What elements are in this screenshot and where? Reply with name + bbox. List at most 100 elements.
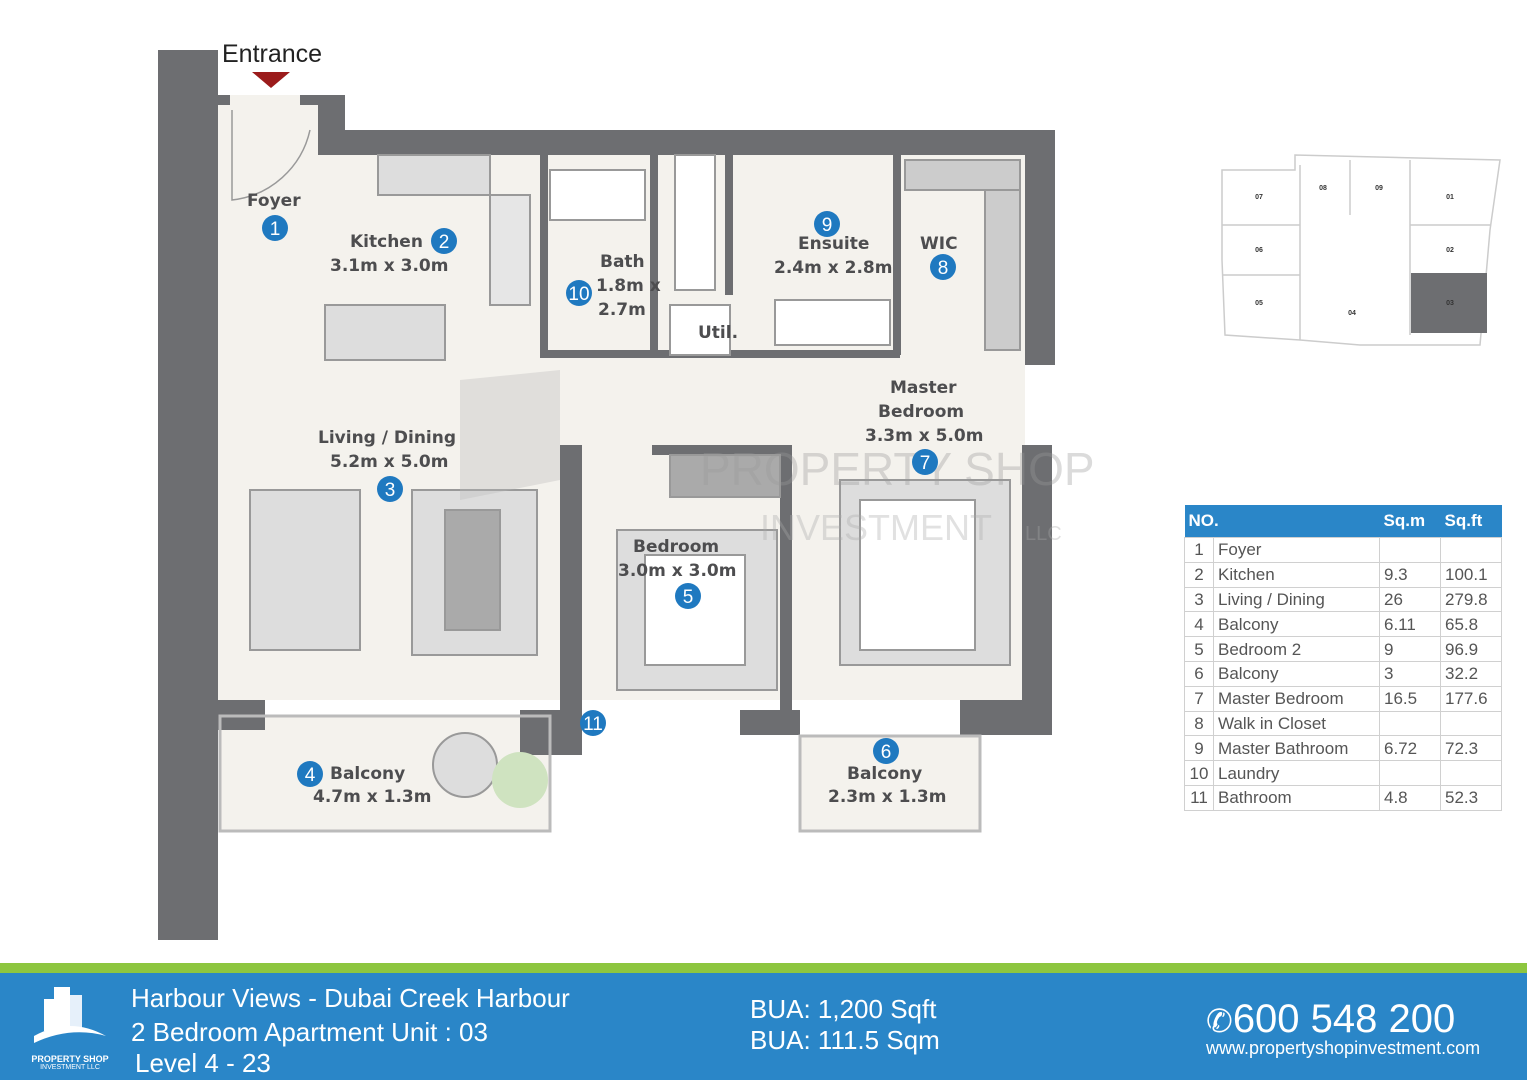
svg-text:3.3m x 5.0m: 3.3m x 5.0m bbox=[865, 426, 983, 446]
svg-text:Bedroom: Bedroom bbox=[878, 402, 964, 422]
level-info: Level 4 - 23 bbox=[135, 1048, 271, 1078]
watermark: PROPERTY SHOP INVESTMENT LLC bbox=[460, 370, 1095, 548]
row-sqft: 96.9 bbox=[1440, 636, 1502, 662]
row-number: 1 bbox=[1184, 537, 1214, 563]
room-marker-3: 3 bbox=[377, 476, 403, 502]
svg-text:2.4m x 2.8m: 2.4m x 2.8m bbox=[774, 258, 892, 278]
row-name: Master Bedroom bbox=[1213, 685, 1380, 712]
row-sqft: 279.8 bbox=[1440, 586, 1502, 613]
header-no: NO. bbox=[1184, 505, 1380, 538]
floor-plan: PROPERTY SHOP INVESTMENT LLC Entrance Fo… bbox=[158, 40, 1501, 940]
row-name: Laundry bbox=[1213, 760, 1380, 786]
phone-number[interactable]: ✆600 548 200 bbox=[1206, 997, 1456, 1041]
svg-text:Master: Master bbox=[890, 378, 957, 398]
row-sqm: 6.72 bbox=[1379, 735, 1441, 762]
room-marker-9: 9 bbox=[814, 211, 840, 237]
svg-text:4.7m x 1.3m: 4.7m x 1.3m bbox=[313, 787, 431, 807]
svg-text:7: 7 bbox=[920, 453, 931, 474]
room-marker-7: 7 bbox=[912, 449, 938, 475]
svg-text:Bath: Bath bbox=[600, 252, 645, 272]
svg-text:Ensuite: Ensuite bbox=[798, 234, 869, 254]
svg-text:03: 03 bbox=[1446, 300, 1454, 307]
room-marker-6: 6 bbox=[873, 738, 899, 764]
svg-text:08: 08 bbox=[1319, 185, 1327, 192]
svg-text:10: 10 bbox=[568, 284, 589, 305]
row-name: Balcony bbox=[1213, 660, 1380, 687]
room-markers: 1 2 3 4 5 6 7 8 9 10 11 bbox=[262, 211, 956, 787]
row-name: Living / Dining bbox=[1213, 586, 1380, 613]
row-number: 10 bbox=[1184, 760, 1214, 786]
svg-text:3.1m x 3.0m: 3.1m x 3.0m bbox=[330, 256, 448, 276]
room-marker-11: 11 bbox=[580, 710, 606, 736]
row-number: 2 bbox=[1184, 561, 1214, 588]
svg-text:PROPERTY SHOP: PROPERTY SHOP bbox=[700, 443, 1095, 495]
row-name: Kitchen bbox=[1213, 561, 1380, 588]
row-sqm bbox=[1379, 537, 1441, 563]
row-number: 11 bbox=[1184, 784, 1214, 811]
bua-sqm: BUA: 111.5 Sqm bbox=[750, 1025, 940, 1055]
svg-text:4: 4 bbox=[305, 765, 316, 786]
unit-info: 2 Bedroom Apartment Unit : 03 bbox=[131, 1017, 488, 1047]
row-name: Walk in Closet bbox=[1213, 710, 1380, 737]
row-sqm: 4.8 bbox=[1379, 784, 1441, 811]
row-sqft: 72.3 bbox=[1440, 735, 1502, 762]
key-plan: 07 08 09 01 06 02 05 04 03 bbox=[1221, 154, 1501, 346]
svg-text:6: 6 bbox=[881, 742, 892, 763]
row-name: Foyer bbox=[1213, 537, 1380, 563]
row-sqm: 6.11 bbox=[1379, 611, 1441, 638]
svg-text:09: 09 bbox=[1375, 185, 1383, 192]
room-marker-1: 1 bbox=[262, 215, 288, 241]
svg-text:LLC: LLC bbox=[1025, 523, 1062, 545]
furniture bbox=[249, 154, 1021, 808]
room-marker-4: 4 bbox=[297, 761, 323, 787]
svg-text:2.7m: 2.7m bbox=[598, 300, 646, 320]
row-sqm bbox=[1379, 760, 1441, 786]
svg-text:3.0m x 3.0m: 3.0m x 3.0m bbox=[618, 561, 736, 581]
row-sqft: 65.8 bbox=[1440, 611, 1502, 638]
row-sqft bbox=[1440, 537, 1502, 563]
entrance-arrow-icon bbox=[252, 72, 290, 88]
svg-text:Foyer: Foyer bbox=[247, 191, 301, 211]
svg-text:Living / Dining: Living / Dining bbox=[318, 428, 456, 448]
row-number: 6 bbox=[1184, 660, 1214, 687]
row-number: 3 bbox=[1184, 586, 1214, 613]
svg-text:3: 3 bbox=[385, 480, 396, 501]
row-number: 9 bbox=[1184, 735, 1214, 762]
company-logo: PROPERTY SHOP INVESTMENT LLC bbox=[24, 981, 116, 1073]
svg-text:2.3m x 1.3m: 2.3m x 1.3m bbox=[828, 787, 946, 807]
svg-text:9: 9 bbox=[822, 215, 833, 236]
svg-text:02: 02 bbox=[1446, 247, 1454, 254]
table-header: NO. Sq.m Sq.ft bbox=[1184, 505, 1502, 538]
entrance-label: Entrance bbox=[222, 40, 322, 68]
website-link[interactable]: www.propertyshopinvestment.com bbox=[1206, 1038, 1481, 1058]
row-number: 8 bbox=[1184, 710, 1214, 737]
svg-text:11: 11 bbox=[583, 714, 603, 735]
svg-text:1.8m x: 1.8m x bbox=[596, 276, 661, 296]
row-sqm: 3 bbox=[1379, 660, 1441, 687]
row-number: 7 bbox=[1184, 685, 1214, 712]
row-name: Bedroom 2 bbox=[1213, 636, 1380, 662]
row-sqm: 9.3 bbox=[1379, 561, 1441, 588]
row-name: Balcony bbox=[1213, 611, 1380, 638]
row-name: Bathroom bbox=[1213, 784, 1380, 811]
bua-sqft: BUA: 1,200 Sqft bbox=[750, 994, 937, 1024]
svg-text:04: 04 bbox=[1348, 310, 1356, 317]
room-marker-10: 10 bbox=[566, 280, 592, 306]
footer: PROPERTY SHOP INVESTMENT LLC Harbour Vie… bbox=[0, 973, 1527, 1080]
header-sqm: Sq.m bbox=[1379, 505, 1441, 538]
room-marker-5: 5 bbox=[675, 583, 701, 609]
svg-text:INVESTMENT: INVESTMENT bbox=[760, 507, 992, 548]
row-sqm: 9 bbox=[1379, 636, 1441, 662]
phone-icon: ✆ bbox=[1206, 1003, 1233, 1039]
row-sqft: 32.2 bbox=[1440, 660, 1502, 687]
svg-text:07: 07 bbox=[1255, 194, 1263, 201]
svg-text:5: 5 bbox=[683, 587, 694, 608]
row-number: 4 bbox=[1184, 611, 1214, 638]
